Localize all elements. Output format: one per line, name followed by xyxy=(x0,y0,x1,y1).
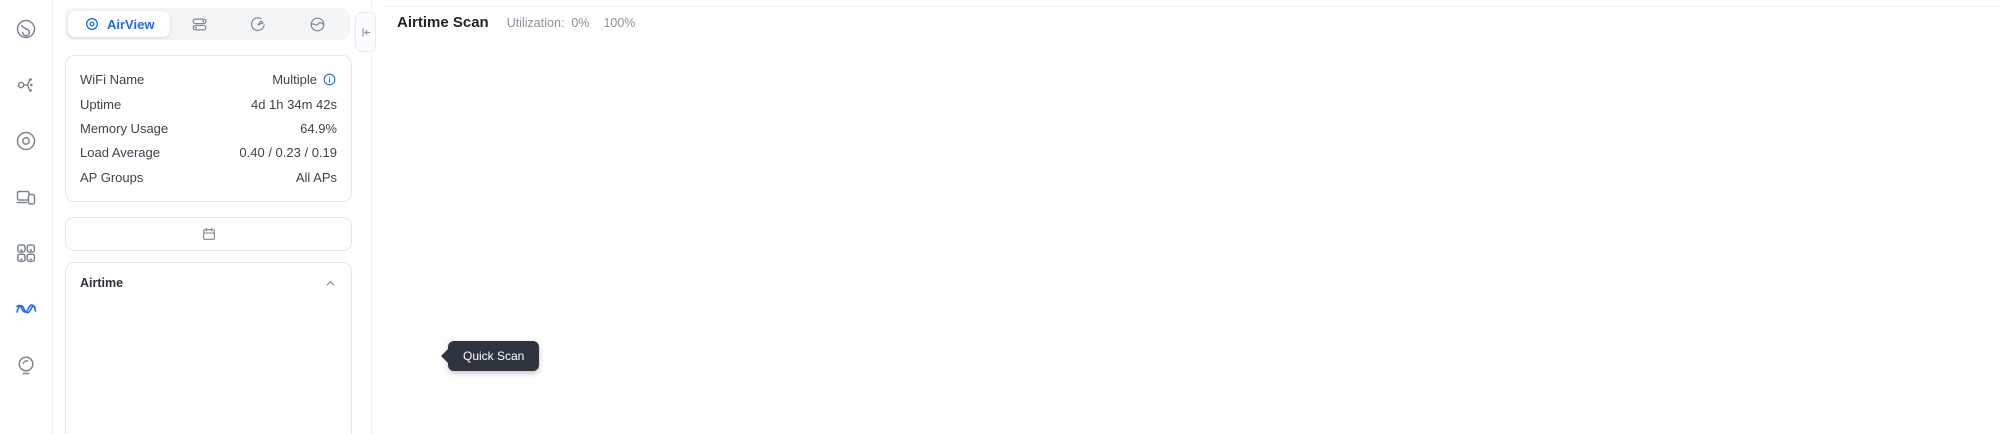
stat-value-text: All APs xyxy=(295,169,337,185)
stat-label: WiFi Name xyxy=(80,72,145,88)
panel-divider xyxy=(371,0,372,434)
calendar-icon[interactable] xyxy=(76,226,341,242)
chevron-up-icon[interactable] xyxy=(324,277,337,290)
main-top-border xyxy=(384,6,2000,7)
stat-value: 64.9% xyxy=(300,121,337,136)
sidebar-tabbar: AirView xyxy=(65,8,350,40)
stats-row: Load Average 0.40 / 0.23 / 0.19 xyxy=(80,145,337,160)
filter-card-title: Airtime xyxy=(80,276,124,290)
utilization-legend: Utilization: 0% 100% xyxy=(507,16,636,30)
stats-row: WiFi Name Multiple xyxy=(80,72,337,87)
stats-row: Uptime 4d 1h 34m 42s xyxy=(80,97,337,112)
stat-label: Uptime xyxy=(80,96,122,112)
stat-value-text: 0.40 / 0.23 / 0.19 xyxy=(239,145,337,161)
stats-row: AP Groups All APs xyxy=(80,170,337,185)
tab-spectrum-icon[interactable] xyxy=(308,15,327,34)
main-header: Airtime Scan Utilization: 0% 100% xyxy=(397,14,635,31)
quick-scan-tooltip: Quick Scan xyxy=(440,341,540,371)
stat-value: Multiple xyxy=(272,72,337,87)
stat-label: Load Average xyxy=(80,145,160,161)
nav-rail xyxy=(0,0,53,434)
devices-icon[interactable] xyxy=(14,241,38,265)
sidebar-tab-icons xyxy=(170,15,347,34)
collapse-sidebar-button[interactable] xyxy=(355,12,376,52)
stat-value: 0.40 / 0.23 / 0.19 xyxy=(239,145,337,160)
insights-icon[interactable] xyxy=(14,353,38,377)
legend-max: 100% xyxy=(603,15,636,30)
legend-label: Utilization: xyxy=(506,15,565,30)
airview-icon[interactable] xyxy=(14,297,38,321)
topology-icon[interactable] xyxy=(14,73,38,97)
stat-label: AP Groups xyxy=(80,169,144,185)
page-title: Airtime Scan xyxy=(397,14,489,31)
stat-value: All APs xyxy=(296,170,337,185)
filter-card-header: Airtime xyxy=(80,276,337,290)
tab-radar-icon[interactable] xyxy=(249,15,268,34)
stat-value-text: Multiple xyxy=(272,72,317,88)
airtime-filter-card: Airtime xyxy=(65,262,352,434)
time-range-card xyxy=(65,217,352,251)
stats-row: Memory Usage 64.9% xyxy=(80,121,337,136)
radios-icon[interactable] xyxy=(14,129,38,153)
tab-airview-label: AirView xyxy=(107,16,155,32)
stat-value-text: 64.9% xyxy=(300,120,337,136)
tab-airview[interactable]: AirView xyxy=(68,11,171,37)
info-icon[interactable] xyxy=(322,72,337,87)
stat-value-text: 4d 1h 34m 42s xyxy=(250,96,337,112)
stat-value: 4d 1h 34m 42s xyxy=(251,97,337,112)
dashboard-icon[interactable] xyxy=(14,17,38,41)
stat-label: Memory Usage xyxy=(80,120,169,136)
clients-icon[interactable] xyxy=(14,185,38,209)
airview-tab-icon xyxy=(84,16,100,32)
tab-levels-icon[interactable] xyxy=(190,15,209,34)
legend-min: 0% xyxy=(571,15,590,30)
